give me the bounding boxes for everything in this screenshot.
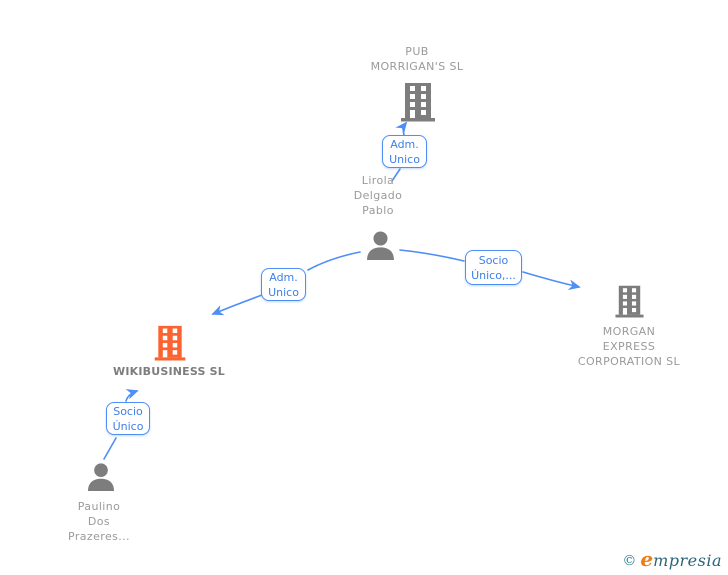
person-icon	[367, 231, 394, 260]
edge-arrow-to-morgan	[522, 271, 581, 290]
person-node-paulino[interactable]	[86, 463, 116, 491]
label-line: Dos	[87, 515, 111, 528]
company-node-wikibusiness[interactable]	[152, 324, 188, 361]
label-line: MORRIGAN'S SL	[370, 60, 464, 73]
label-line: Lirola	[361, 174, 395, 187]
edge-arrow-to-wikibusiness-2	[125, 389, 139, 402]
empresia-logo[interactable]: ©empresia	[622, 547, 722, 571]
edge-label-line: Unico	[389, 152, 420, 166]
edge-label-adm-unico-pub[interactable]: Adm. Unico	[382, 135, 427, 168]
person-label-lirola[interactable]: Lirola Delgado Pablo	[303, 173, 453, 218]
brand-initial: e	[640, 547, 654, 571]
edge-label-line: Unico	[268, 285, 299, 299]
label-line: EXPRESS	[602, 340, 656, 353]
edge-line-lirola-pub-tail	[391, 168, 401, 182]
edge-line-lirola-to-adm-left	[307, 251, 361, 271]
edge-label-line: Adm.	[269, 270, 298, 284]
label-line: PUB	[405, 45, 429, 58]
building-icon	[401, 83, 435, 122]
company-label-wikibusiness[interactable]: WIKIBUSINESS SL	[94, 364, 244, 379]
edge-label-adm-unico-wikibusiness[interactable]: Adm. Unico	[261, 268, 306, 301]
edge-label-line: Socio	[478, 253, 509, 267]
brand-name: mpresia	[653, 551, 722, 570]
label-line: Pablo	[362, 204, 394, 217]
copyright-symbol: ©	[622, 553, 637, 569]
label-line: MORGAN	[602, 325, 656, 338]
edge-label-line: Único	[112, 419, 144, 433]
person-node-lirola[interactable]	[365, 231, 396, 260]
building-icon	[154, 325, 186, 361]
edge-label-line: Socio	[113, 404, 143, 418]
building-icon	[615, 285, 644, 318]
label-line: WIKIBUSINESS SL	[112, 365, 225, 378]
label-line: CORPORATION SL	[577, 355, 681, 368]
edge-label-socio-unico-wikibusiness[interactable]: Socio Único	[106, 402, 150, 435]
label-line: Delgado	[353, 189, 403, 202]
company-node-pub-morrigans[interactable]	[398, 81, 438, 122]
company-label-pub-morrigans[interactable]: PUB MORRIGAN'S SL	[337, 44, 497, 74]
edge-label-line: Adm.	[390, 137, 419, 151]
company-label-morgan-express[interactable]: MORGAN EXPRESS CORPORATION SL	[554, 324, 704, 369]
edge-arrow-to-wikibusiness	[211, 294, 263, 316]
edge-arrow-to-pub	[395, 121, 408, 136]
edge-label-line: Único,...	[471, 268, 516, 282]
edge-label-socio-unico-morgan[interactable]: Socio Único,...	[465, 250, 522, 285]
person-label-paulino[interactable]: Paulino Dos Prazeres...	[24, 499, 174, 544]
label-line: Paulino	[77, 500, 121, 513]
edge-line-paulino-to-socio	[103, 437, 117, 460]
label-line: Prazeres...	[68, 530, 130, 543]
edge-line-lirola-to-socio-right	[399, 249, 465, 262]
company-node-morgan-express[interactable]	[613, 284, 646, 318]
person-icon	[88, 463, 114, 491]
